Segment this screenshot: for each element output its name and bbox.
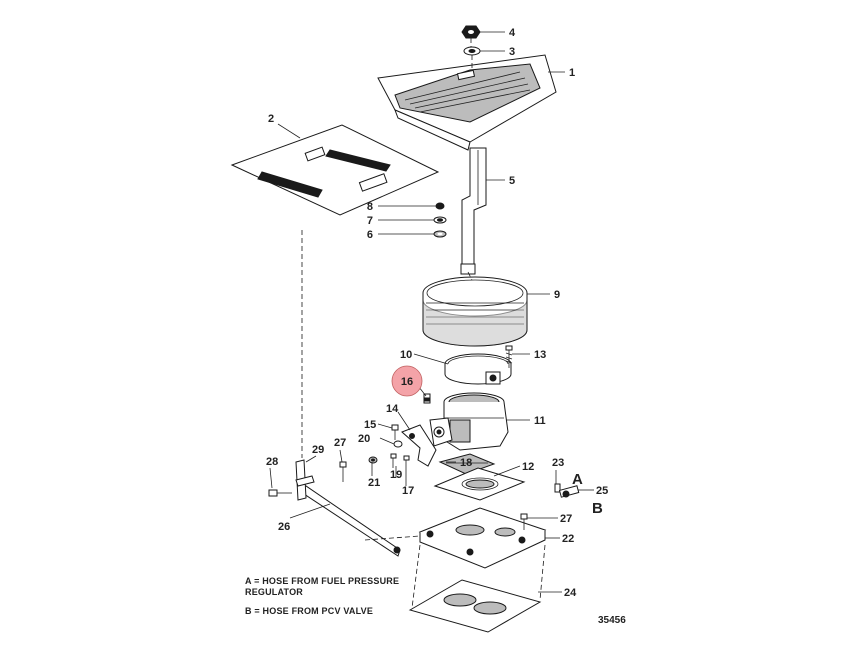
gasket-18-part (438, 453, 496, 475)
callout-10: 10 (400, 349, 412, 361)
bracket-29-part (295, 459, 315, 501)
nut-21-part (368, 456, 378, 464)
screw-part (505, 345, 513, 368)
legend-b-line: B = HOSE FROM PCV VALVE (245, 606, 374, 616)
fitting-24-part (554, 483, 561, 493)
throttle-body-part (429, 392, 509, 451)
callout-25: 25 (596, 485, 608, 497)
callout-15: 15 (364, 419, 376, 431)
callout-27-left: 27 (334, 437, 346, 449)
callout-24: 23 (552, 457, 564, 469)
bolt-28-part (268, 489, 292, 497)
bolt-27-right-part (520, 513, 528, 530)
callout-4: 4 (509, 27, 516, 39)
small-nut-part (435, 202, 445, 210)
highlight-marker (391, 365, 423, 397)
lock-washer-part (433, 216, 447, 224)
figure-number: 35456 (598, 615, 626, 626)
flat-washer-part (433, 230, 447, 238)
leader-lines (269, 31, 594, 593)
callout-12: 12 (522, 461, 534, 473)
small-screw-part (391, 424, 399, 440)
callout-21: 21 (368, 477, 380, 489)
fitting-25-part (558, 485, 580, 498)
callout-23: 24 (564, 587, 577, 599)
washer-part (463, 46, 481, 56)
legend-a-line2: REGULATOR (245, 587, 303, 597)
base-gasket-part (408, 579, 542, 633)
screw-17-part (403, 455, 410, 478)
callout-1: 1 (569, 67, 575, 79)
callout-17: 17 (402, 485, 414, 497)
nut-part (461, 25, 481, 39)
washer-20-part (393, 440, 403, 448)
callout-20: 20 (358, 433, 370, 445)
decal-part (230, 124, 440, 216)
flame-arrestor-part (422, 276, 528, 347)
callout-9: 9 (554, 289, 560, 301)
link-rod-part (297, 485, 401, 557)
hose-label-b: B (592, 500, 603, 517)
hose-label-a: A (572, 471, 583, 488)
callout-2: 2 (268, 113, 274, 125)
legend: A = HOSE FROM FUEL PRESSURE REGULATOR (245, 576, 399, 598)
legend-a-line1: A = HOSE FROM FUEL PRESSURE (245, 576, 400, 586)
callout-29: 29 (312, 444, 324, 456)
callout-6: 6 (367, 229, 373, 241)
callout-22: 22 (562, 533, 574, 545)
callout-16: 16 (401, 376, 413, 388)
callout-11: 11 (534, 415, 546, 427)
callout-8: 8 (367, 201, 373, 213)
bracket-part (460, 147, 487, 275)
callout-18: 18 (460, 457, 472, 469)
cover-part (377, 54, 557, 151)
callout-labels: 4 3 1 2 5 8 7 6 9 10 13 16 14 11 15 20 2… (266, 27, 608, 599)
callout-27-right: 27 (560, 513, 572, 525)
callout-5: 5 (509, 175, 515, 187)
fitting-part (423, 393, 431, 404)
callout-26: 26 (278, 521, 290, 533)
callout-14: 14 (386, 403, 399, 415)
callout-28: 28 (266, 456, 278, 468)
callout-19: 19 (390, 469, 402, 481)
gasket-12-part (433, 467, 526, 501)
callout-13: 13 (534, 349, 546, 361)
callout-3: 3 (509, 46, 515, 58)
legend-b: B = HOSE FROM PCV VALVE (245, 606, 373, 617)
callout-7: 7 (367, 215, 373, 227)
bolt-19-part (390, 453, 397, 468)
linkage-part (401, 424, 437, 467)
adapter-part (418, 507, 547, 569)
bolt-27-left-part (339, 461, 347, 482)
clamp-part (444, 353, 512, 385)
